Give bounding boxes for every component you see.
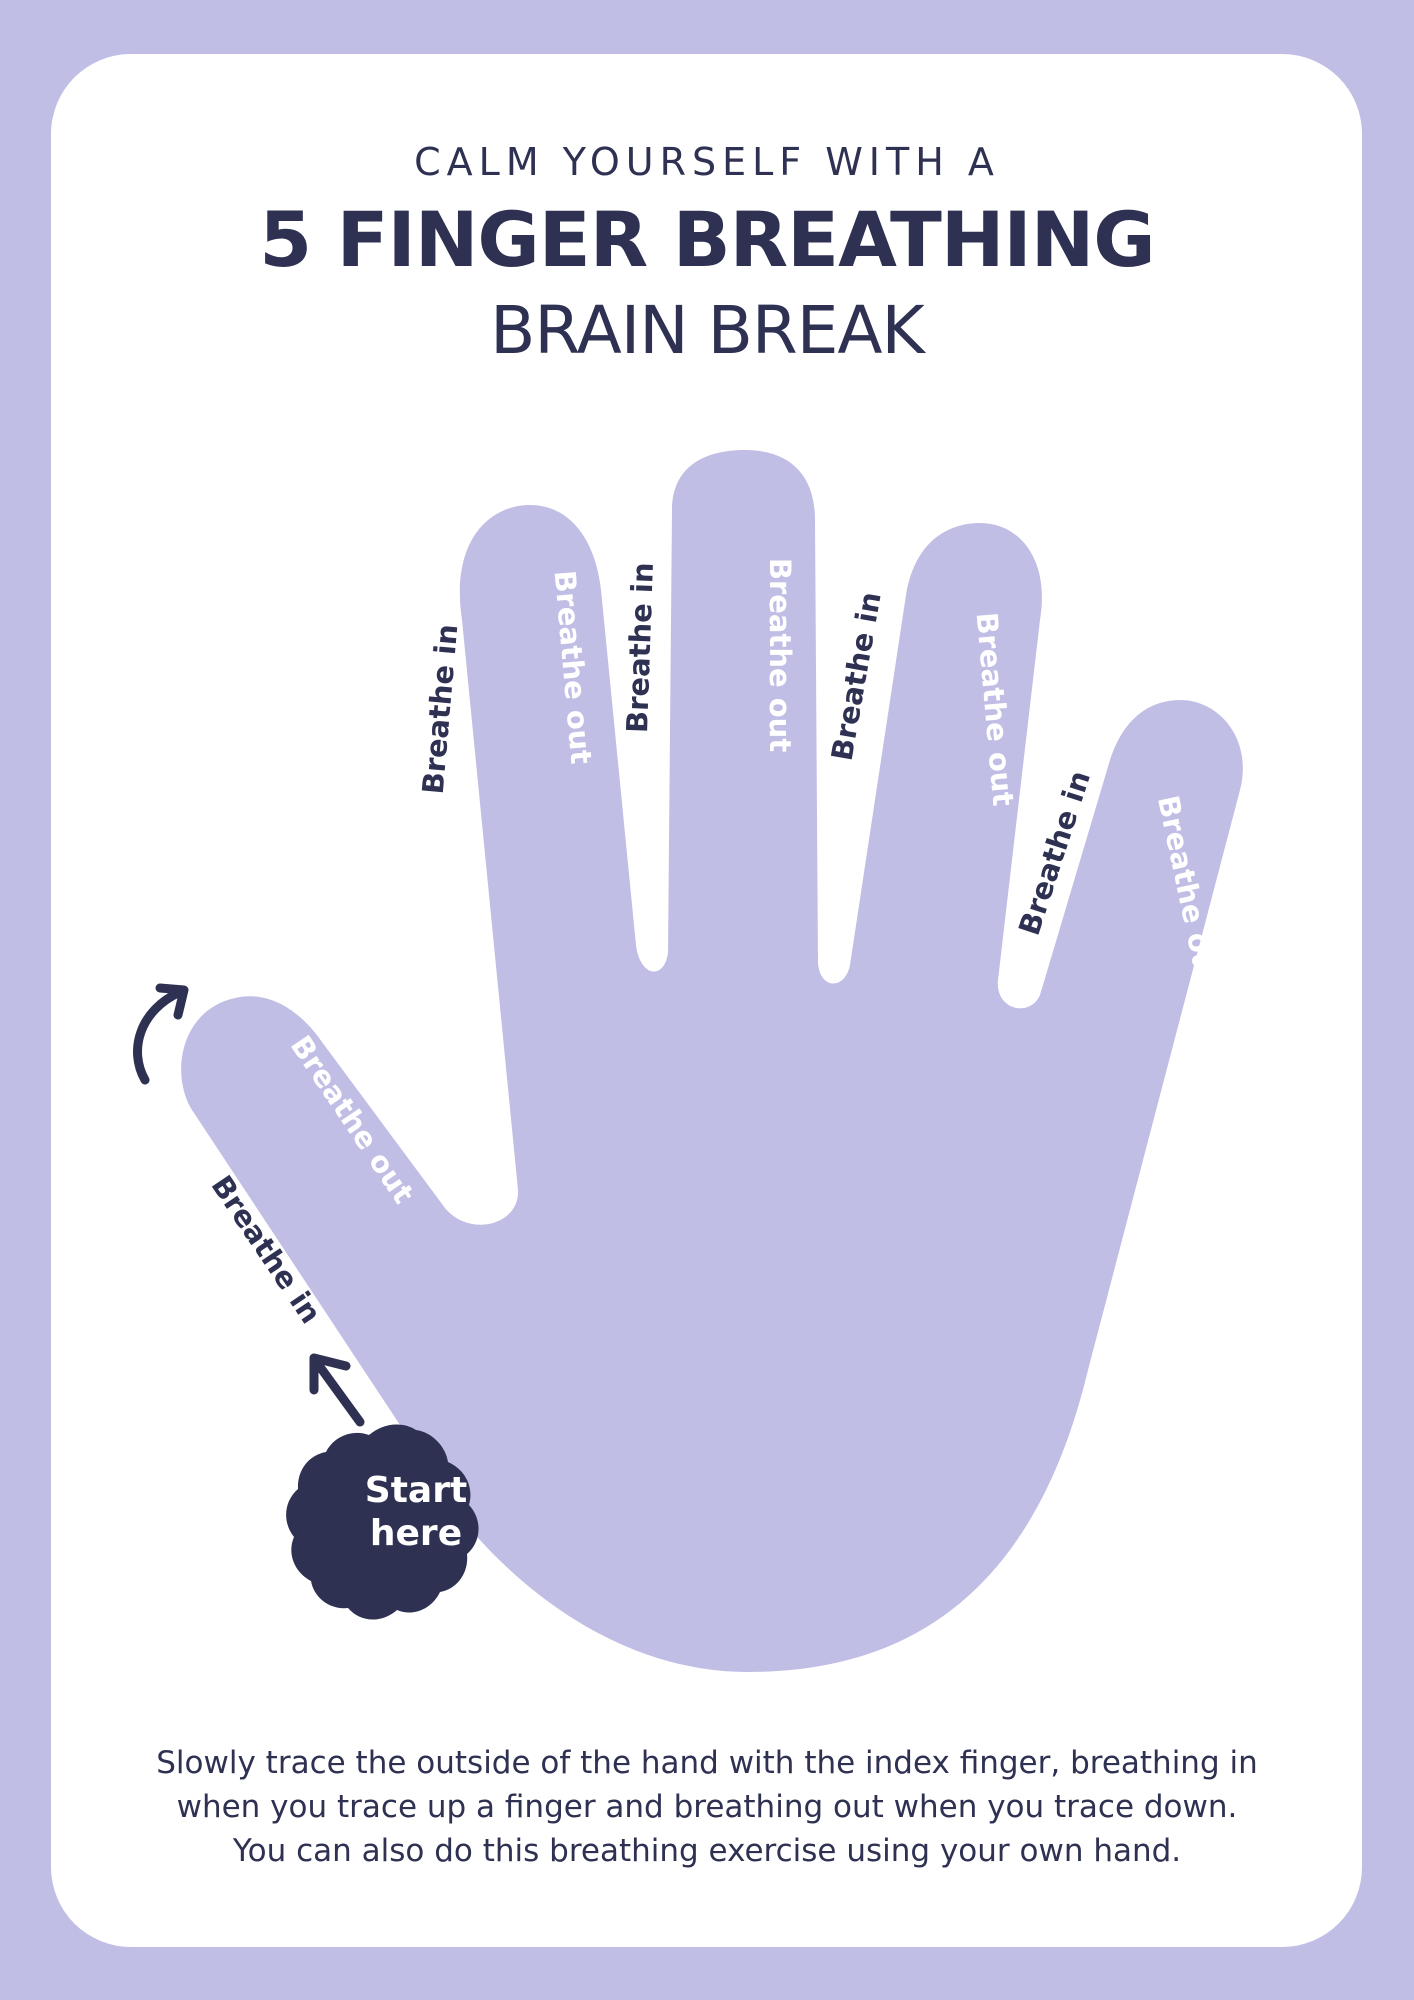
header-kicker: CALM YOURSELF WITH A: [414, 140, 1000, 184]
page-subtitle: BRAIN BREAK: [490, 292, 925, 369]
middle-breathe-out-label: Breathe out: [763, 558, 797, 752]
arrow-left-up-icon: [309, 1353, 365, 1427]
instructions-line-3: You can also do this breathing exercise …: [232, 1833, 1182, 1869]
hand-shape: [181, 450, 1243, 1672]
middle-breathe-in-label: Breathe in: [620, 562, 660, 734]
start-badge[interactable]: Start here: [286, 1424, 479, 1620]
instructions-line-2: when you trace up a finger and breathing…: [176, 1789, 1238, 1825]
start-badge-line2: here: [370, 1513, 462, 1554]
index-breathe-in-label: Breathe in: [416, 623, 465, 796]
instructions-line-1: Slowly trace the outside of the hand wit…: [156, 1745, 1258, 1781]
page-title: 5 FINGER BREATHING: [259, 195, 1155, 284]
start-badge-line1: Start: [365, 1470, 467, 1511]
arrow-up-icon: [133, 983, 189, 1085]
instructions: Slowly trace the outside of the hand wit…: [100, 1741, 1314, 1873]
ring-breathe-in-label: Breathe in: [825, 589, 888, 763]
